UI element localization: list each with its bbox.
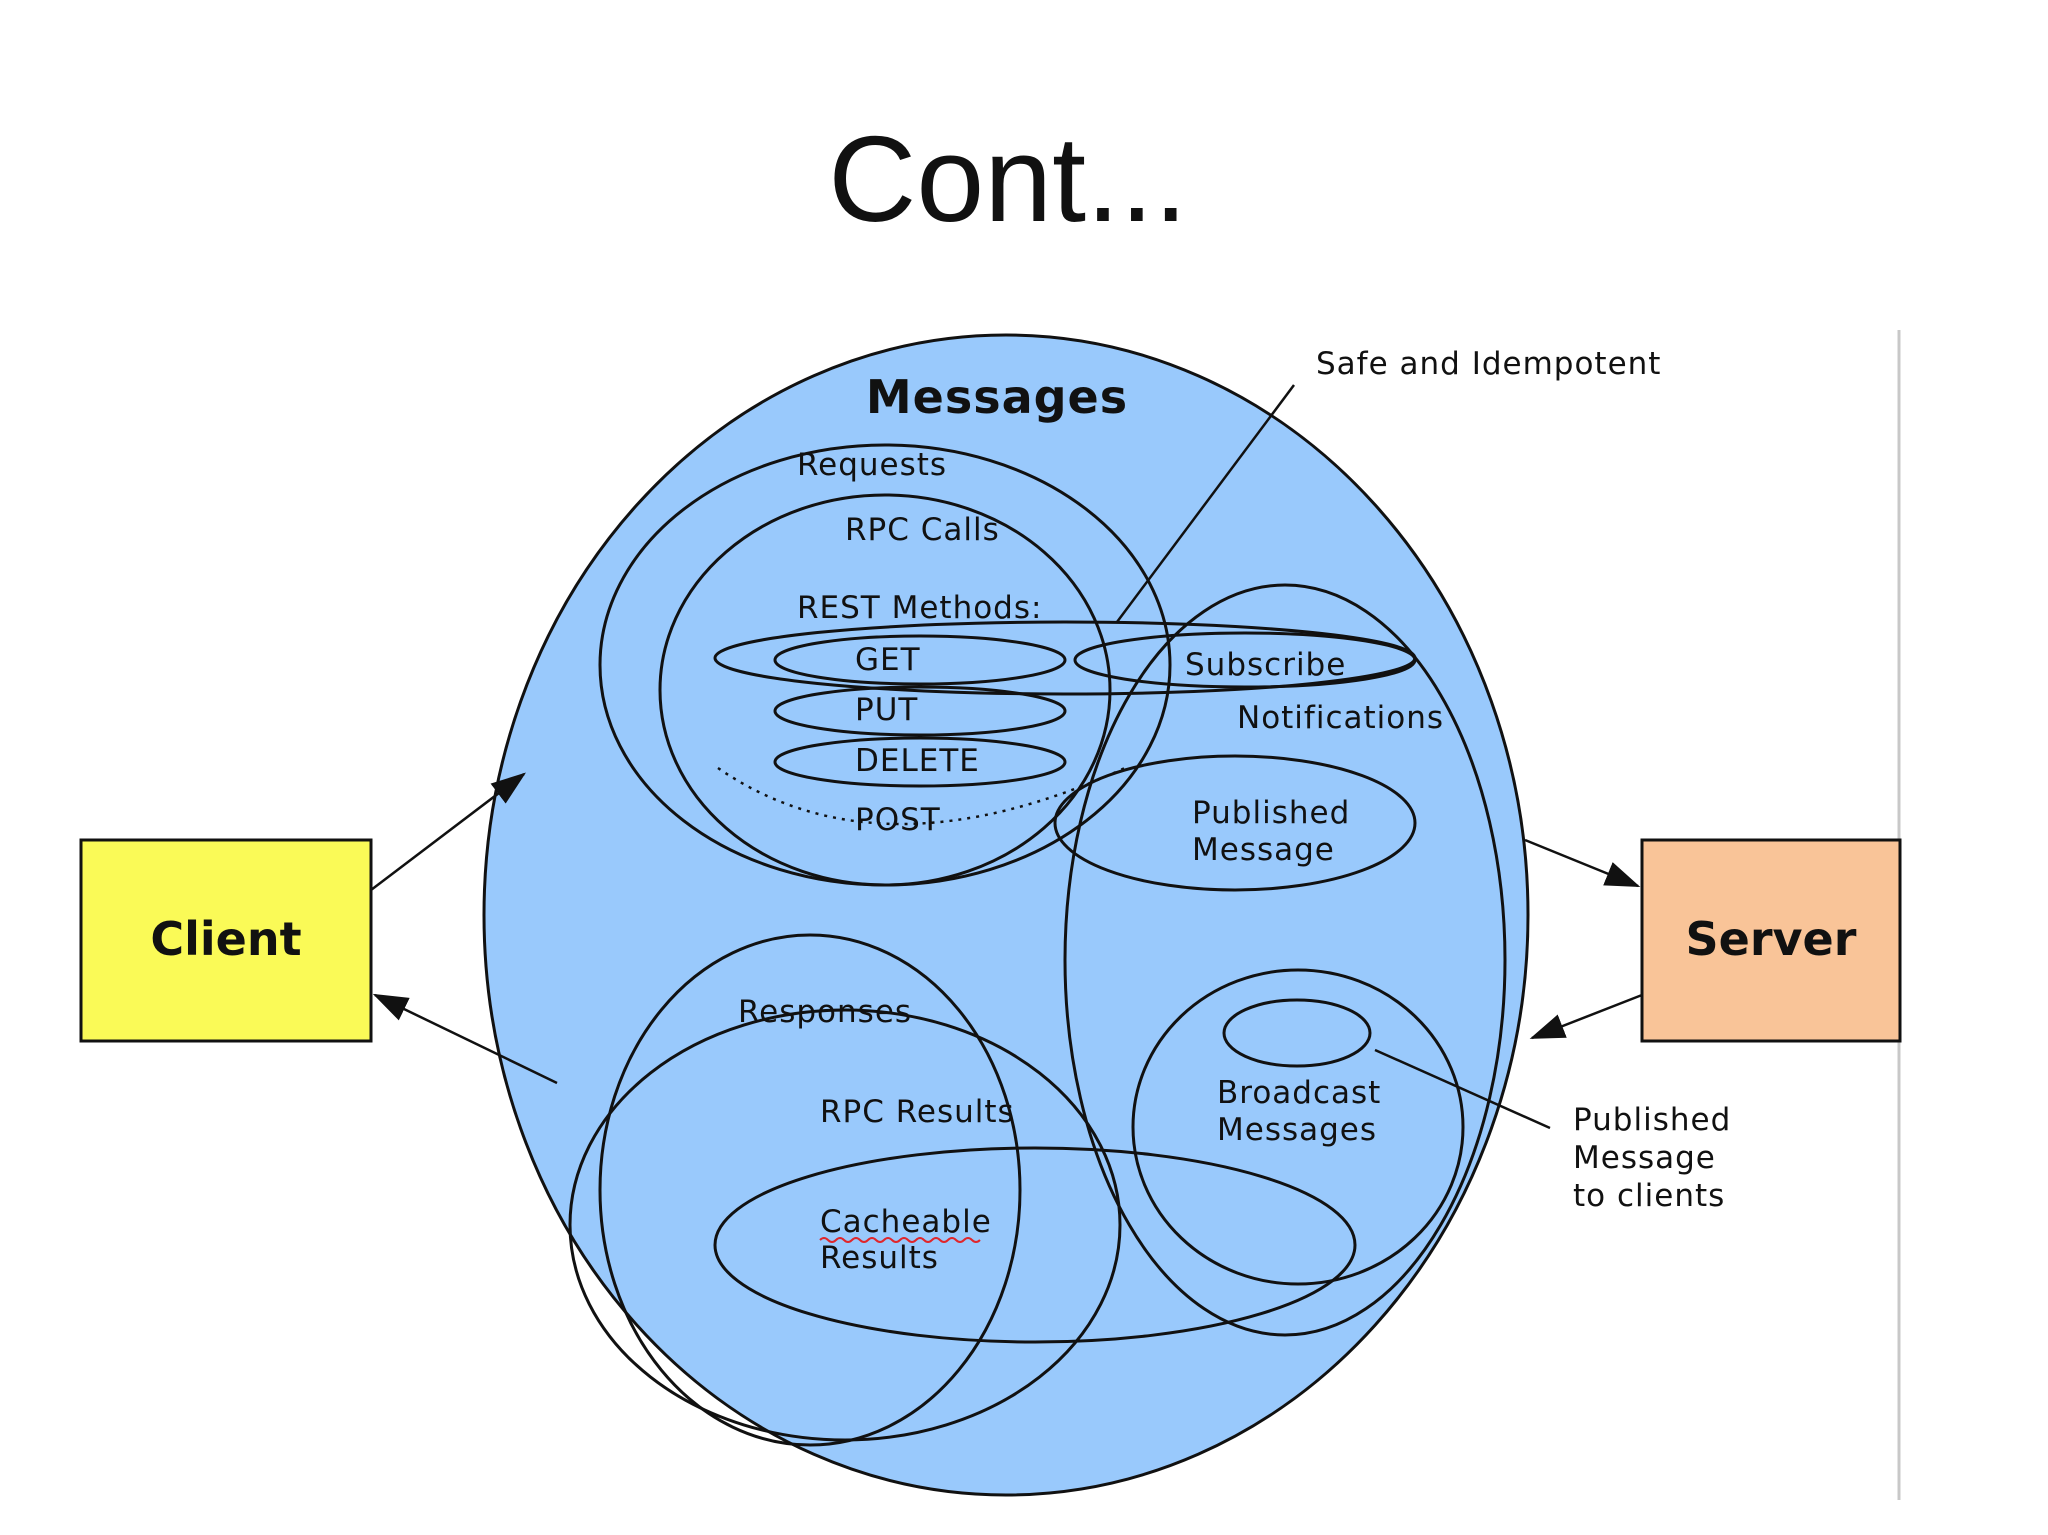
server-label: Server [1686, 912, 1857, 966]
server-box [1640, 838, 1902, 1043]
published-to-clients-label-line1: Published [1573, 1102, 1731, 1138]
client-to-messages-arrow [370, 772, 526, 891]
delete-label: DELETE [855, 743, 980, 779]
put-label: PUT [855, 692, 918, 728]
misspelling-underline [819, 1237, 981, 1243]
published-to-clients-label-line2: Message [1573, 1140, 1716, 1176]
delete-ring [773, 736, 1067, 788]
cacheable-results-label-line1: Cacheable [820, 1204, 992, 1240]
broadcast-messages-label-line1: Broadcast [1217, 1075, 1381, 1111]
safe-idempotent-callout [1115, 384, 1296, 623]
post-label: POST [855, 802, 941, 838]
subscribe-ring [1073, 631, 1417, 689]
server-to-messages-arrow [1529, 993, 1643, 1040]
requests-label: Requests [797, 447, 947, 483]
published-clients-callout [1374, 1048, 1551, 1130]
cacheable-results-label-line2: Results [820, 1240, 939, 1276]
messages-to-client-arrow [372, 993, 558, 1085]
rpc-calls-label: RPC Calls [845, 512, 1000, 548]
published-message-ring [1053, 754, 1417, 892]
responses-ring [598, 933, 1022, 1447]
get-label: GET [855, 642, 921, 678]
broadcast-ring [1131, 968, 1465, 1286]
notifications-ring [1063, 583, 1507, 1337]
client-label: Client [150, 912, 301, 966]
put-ring [773, 685, 1067, 737]
notifications-label: Notifications [1237, 700, 1444, 736]
broadcast-inner-ring [1222, 998, 1372, 1068]
safe-idempotent-label: Safe and Idempotent [1316, 346, 1661, 382]
rest-methods-label: REST Methods: [797, 590, 1042, 626]
messages-label: Messages [866, 370, 1128, 424]
published-to-clients-label-line3: to clients [1573, 1178, 1725, 1214]
messages-ellipse [482, 333, 1530, 1497]
rpc-calls-ring [658, 493, 1112, 887]
get-ring [773, 634, 1067, 686]
rpc-results-label: RPC Results [820, 1094, 1015, 1130]
cacheable-results-ring [713, 1146, 1357, 1344]
broadcast-messages-label-line2: Messages [1217, 1112, 1377, 1148]
messages-to-server-arrow [1524, 838, 1641, 888]
subscribe-label: Subscribe [1185, 647, 1346, 683]
rpc-results-ring [568, 1008, 1122, 1442]
published-message-label-line1: Published [1192, 795, 1350, 831]
published-message-label-line2: Message [1192, 832, 1335, 868]
slide-title: Cont... [828, 111, 1188, 247]
client-box [79, 838, 373, 1043]
responses-label: Responses [738, 994, 912, 1030]
